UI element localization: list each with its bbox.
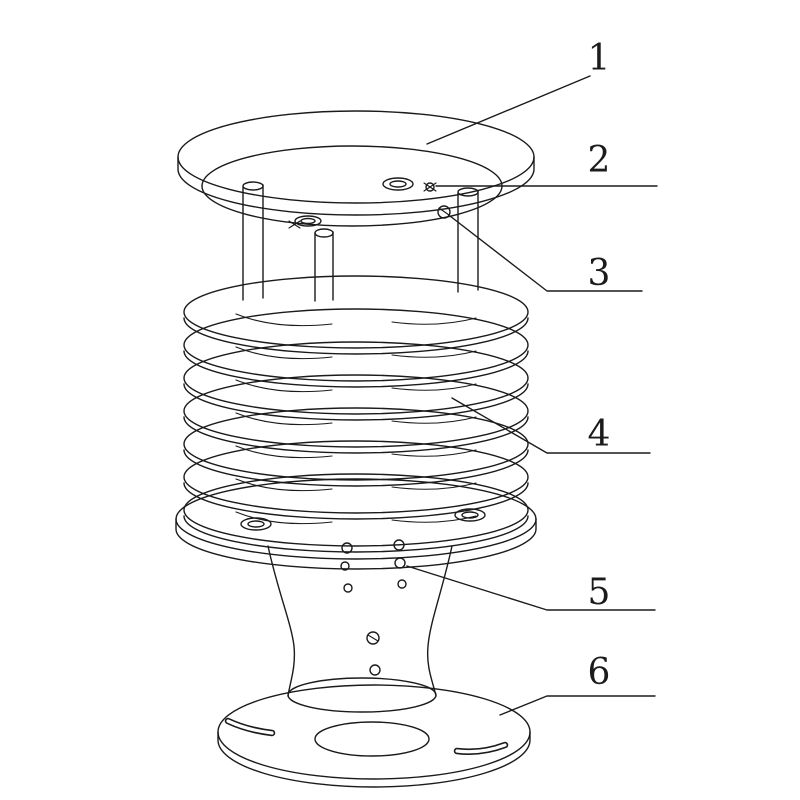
louver-rim (183, 383, 529, 421)
leader-line-4 (451, 397, 651, 454)
louver-slot-left (235, 511, 333, 525)
gland-outer (294, 215, 322, 227)
callout-label-2: 2 (588, 140, 611, 181)
louver-ellipse (183, 308, 529, 382)
screw-slot (367, 634, 379, 642)
screw-cross-right (423, 182, 437, 192)
gland-inner (389, 180, 407, 188)
louver-plate-3 (183, 341, 529, 421)
louver-rim (183, 350, 529, 388)
plate-arc-slot-left-void (226, 719, 274, 735)
plate-arc-slot-right-void (455, 743, 507, 754)
tab-slot-left (240, 517, 272, 531)
gland-inner (300, 217, 316, 225)
callout-5: 5 (406, 565, 656, 613)
pedestal-screw (366, 631, 380, 645)
ring-thickness (175, 518, 537, 570)
louver-rim (183, 449, 529, 487)
support-posts (242, 181, 479, 302)
tab-slot-right (454, 508, 486, 522)
screw-head (437, 205, 451, 219)
screw-slot (438, 207, 450, 216)
louver-slot-right (391, 383, 477, 391)
vent-hole (397, 579, 407, 589)
callout-1: 1 (426, 38, 611, 145)
underside-fittings (288, 177, 451, 229)
louver-slot-right (391, 482, 477, 490)
louver-rim (183, 482, 529, 520)
gland-outer (382, 177, 414, 191)
pedestal-left-edge (267, 545, 296, 697)
callout-label-5: 5 (588, 572, 611, 613)
louver-slot-left (235, 313, 333, 327)
louver-stack (183, 275, 529, 553)
louver-plate-5 (183, 407, 529, 487)
vent-hole (340, 561, 350, 571)
fixing-screw (437, 205, 451, 219)
post-right (457, 187, 479, 293)
cable-gland-fitting-left (294, 215, 322, 227)
screw-head (366, 631, 380, 645)
tab-slot-right-inner (461, 511, 479, 519)
top-cap (177, 110, 535, 227)
plate-thickness (217, 731, 531, 788)
louver-rim (183, 317, 529, 355)
post-top (457, 187, 479, 197)
screw-cross-left (288, 220, 301, 229)
post-top (314, 228, 334, 238)
post-left (242, 181, 264, 301)
louver-slot-right (391, 416, 477, 424)
vent-hole (394, 557, 406, 569)
callout-label-1: 1 (588, 38, 611, 79)
callout-label-6: 6 (588, 652, 611, 693)
leader-line-3 (449, 215, 643, 292)
shield-base-ring (175, 478, 537, 570)
screw-head (425, 182, 435, 192)
callout-label-4: 4 (588, 414, 611, 455)
callout-3: 3 (449, 215, 643, 294)
pedestal-base (287, 677, 437, 713)
louver-slot-right (391, 317, 477, 325)
louver-plate-2 (183, 308, 529, 388)
vent-hole (341, 542, 353, 554)
louver-plate-4 (183, 374, 529, 454)
louver-ellipse (183, 440, 529, 514)
pedestal-right-edge (426, 545, 453, 697)
louver-ellipse (183, 374, 529, 448)
vent-hole (393, 539, 405, 551)
leader-line-6 (499, 695, 656, 716)
callouts: 1 2 3 4 5 6 (406, 38, 658, 716)
louver-slot-right (391, 449, 477, 457)
screw-slot (288, 220, 301, 229)
louver-rim (183, 515, 529, 553)
louver-ellipse (183, 275, 529, 349)
louver-ellipse (183, 341, 529, 415)
tab-slot-left-inner (247, 520, 265, 528)
cap-rim-thickness (177, 156, 535, 216)
cable-gland-fitting (382, 177, 414, 191)
louver-ellipse (183, 473, 529, 547)
callout-6: 6 (499, 652, 656, 716)
callout-4: 4 (451, 397, 651, 455)
louver-ellipse (183, 407, 529, 481)
post-top (242, 181, 264, 191)
plate-center-hole (314, 721, 430, 757)
leader-line-5 (406, 565, 656, 611)
louver-rim (183, 416, 529, 454)
pedestal (267, 539, 453, 713)
vent-hole (343, 583, 353, 593)
post-middle (314, 228, 334, 302)
callout-label-3: 3 (588, 253, 611, 294)
pedestal-hole (369, 664, 381, 676)
louver-slot-right (391, 350, 477, 358)
callout-2: 2 (435, 140, 658, 187)
screw-slot (423, 182, 437, 192)
base-plate (217, 684, 531, 788)
cap-outer-rim (177, 110, 535, 204)
leader-line-1 (426, 75, 591, 145)
